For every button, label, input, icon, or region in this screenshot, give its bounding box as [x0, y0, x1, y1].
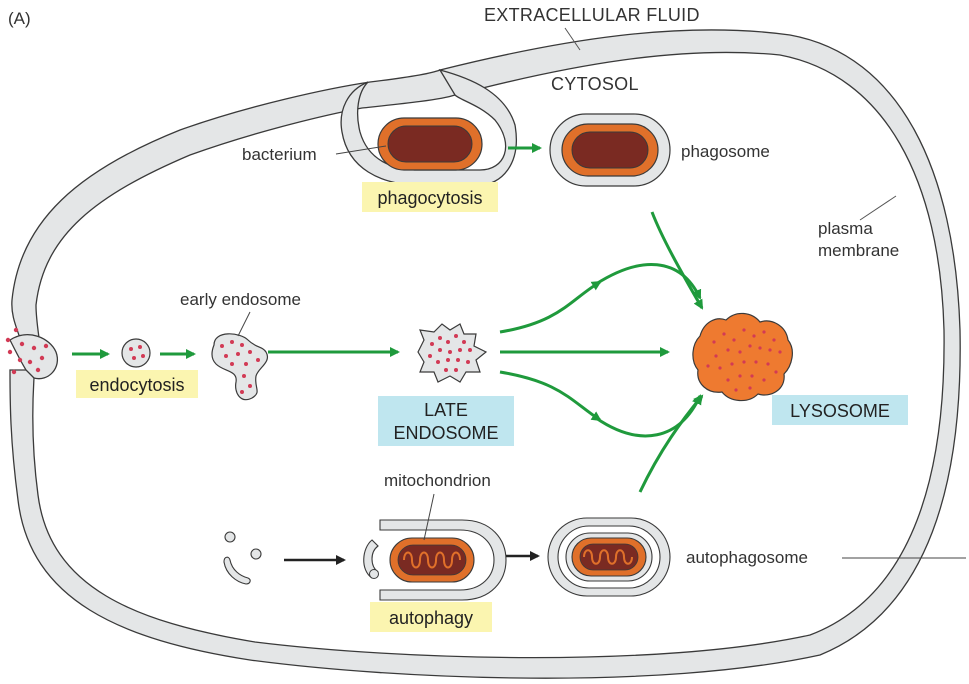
- late-endosome-box: [378, 396, 514, 446]
- panel-label: (A): [8, 9, 31, 28]
- autophagosome-label: autophagosome: [686, 548, 808, 567]
- late-endosome-recycle-arrow-up: [499, 280, 602, 334]
- mitochondrion-leader: [423, 493, 435, 541]
- late-endosome-label-line2: ENDOSOME: [393, 423, 498, 443]
- plasma-membrane-leader: [859, 195, 897, 221]
- phagosome: [549, 113, 671, 187]
- bacterium-leader: [335, 145, 387, 155]
- autophagy-box: [370, 602, 492, 632]
- cytosol-label: CYTOSOL: [551, 74, 639, 94]
- plasma-membrane-label-line1: plasma: [818, 219, 873, 238]
- mitochondrion-label: mitochondrion: [384, 471, 491, 490]
- late-endosome-recycle-arrow-down: [499, 370, 602, 422]
- autophagy-label: autophagy: [389, 608, 473, 628]
- autophagosome-to-lysosome-arrow: [638, 394, 704, 493]
- endocytosis-box: [76, 370, 198, 398]
- up-branch-to-lysosome-arrow: [595, 263, 702, 300]
- lysosome-label: LYSOSOME: [790, 401, 890, 421]
- plasma-membrane-label-line2: membrane: [818, 241, 899, 260]
- extracellular-cargo-dots: [5, 327, 49, 375]
- early-endosome-leader: [237, 311, 251, 337]
- late-endosome: [417, 323, 488, 383]
- autophagosome: [547, 517, 671, 597]
- plasma-membrane-inner: [32, 51, 945, 659]
- early-endosome-label: early endosome: [180, 290, 301, 309]
- endocytosis-label: endocytosis: [89, 375, 184, 395]
- phagosome-to-lysosome-arrow: [650, 211, 704, 310]
- lysosome: [692, 312, 793, 402]
- lysosome-box: [772, 395, 908, 425]
- phagocytosis-label: phagocytosis: [377, 188, 482, 208]
- endocytic-vesicle: [121, 338, 151, 368]
- bacterium-label: bacterium: [242, 145, 317, 164]
- bacterium-in-cup: [377, 117, 483, 171]
- phagocytosis-box: [362, 182, 498, 212]
- membrane-fragments: [223, 531, 262, 585]
- phagocytic-cup: [340, 68, 517, 186]
- extracellular-leader: [564, 27, 581, 51]
- early-endosome: [211, 333, 268, 401]
- cell: [9, 29, 961, 679]
- extracellular-fluid-label: EXTRACELLULAR FLUID: [484, 5, 700, 25]
- phagosome-label: phagosome: [681, 142, 770, 161]
- forming-autophagosome: [363, 519, 507, 601]
- late-endosome-label-line1: LATE: [424, 400, 468, 420]
